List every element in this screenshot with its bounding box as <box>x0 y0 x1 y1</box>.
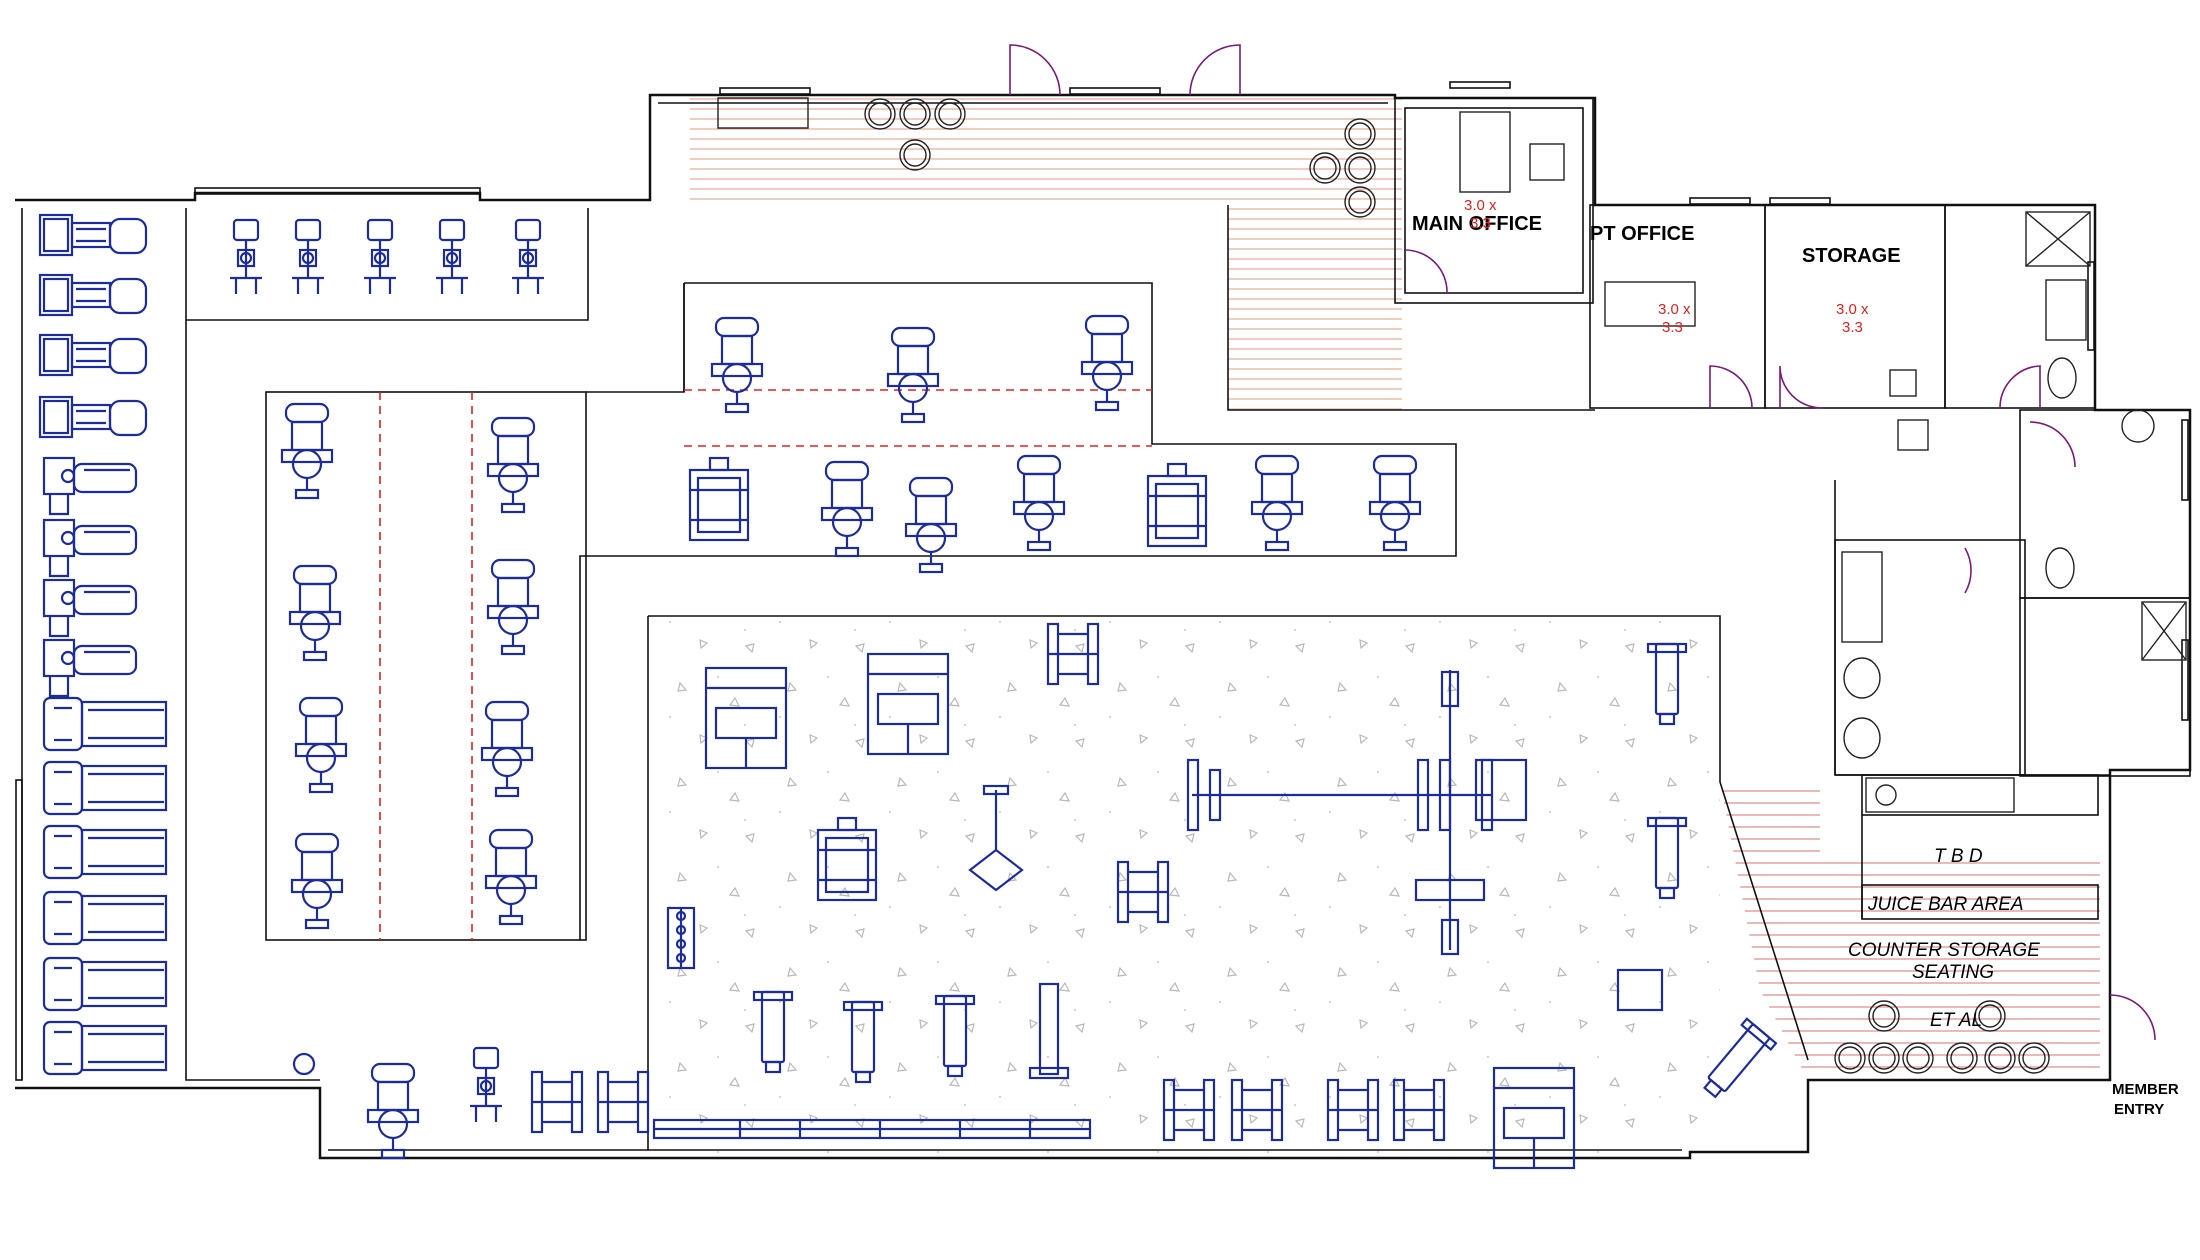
cardio-bikes <box>42 456 138 698</box>
juice-bar-etal-label: ET AL <box>1930 1010 1982 1031</box>
interior-walls <box>185 97 2191 1150</box>
pt-office-size-1: 3.0 x <box>1658 301 1691 318</box>
juice-bar-seating-label: SEATING <box>1912 962 1994 983</box>
upright-bikes <box>228 218 546 296</box>
zone-dividers <box>379 389 1152 940</box>
juice-bar-area-label: JUICE BAR AREA <box>1867 894 2024 915</box>
storage-size-2: 3.3 <box>1842 319 1863 336</box>
doors <box>1009 44 2156 1041</box>
selectorised-machines-right <box>480 416 540 926</box>
entry-lounge <box>717 97 1376 218</box>
selectorised-machines-left <box>280 402 348 930</box>
juice-bar-deck <box>1720 782 2100 1078</box>
pt-office-size-2: 3.3 <box>1662 319 1683 336</box>
cable-station <box>968 784 1024 892</box>
juice-bar-counter-label: COUNTER STORAGE <box>1848 940 2040 961</box>
storage-label: STORAGE <box>1802 245 1901 267</box>
juice-bar-seating <box>1834 777 2050 1074</box>
pt-office-label: PT OFFICE <box>1590 223 1694 245</box>
windows <box>15 81 2189 1081</box>
dumbbell-rack-row <box>652 1118 1092 1140</box>
member-entry-line2: ENTRY <box>2114 1101 2164 1118</box>
bottom-left-equipment <box>292 1046 650 1160</box>
free-weight-equipment <box>652 622 1778 1170</box>
main-office-size-2: 3.3 <box>1470 215 1491 232</box>
member-entry-line1: MEMBER <box>2112 1081 2179 1098</box>
juice-bar-tbd: T B D <box>1934 846 1983 867</box>
lobby-deck <box>1228 205 1402 413</box>
cardio-stair-climbers <box>38 213 148 439</box>
free-weights-floor <box>648 616 1720 1156</box>
olympic-bar-rack <box>1186 670 1528 956</box>
corner-deck <box>1224 98 1398 208</box>
main-office-label: MAIN OFFICE <box>1412 213 1542 235</box>
storage-size-1: 3.0 x <box>1836 301 1869 318</box>
office-furniture <box>1459 111 2187 759</box>
main-office-size-1: 3.0 x <box>1464 197 1497 214</box>
cardio-treadmills <box>42 696 168 1076</box>
